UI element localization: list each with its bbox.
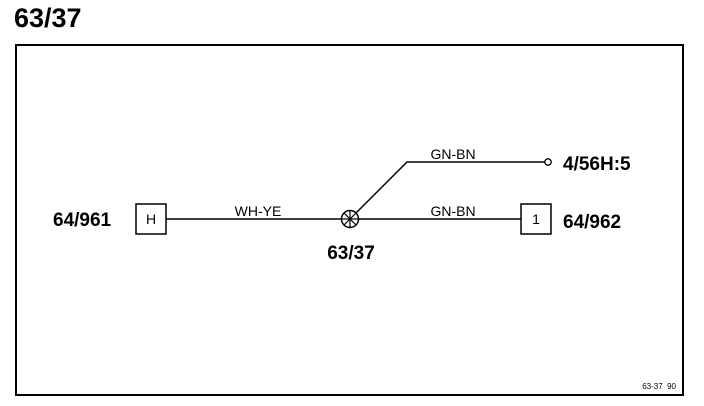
page-title: 63/37 <box>14 3 82 33</box>
connector-right-box <box>520 203 552 235</box>
wire-label-gn-bn-right: GN-BN <box>430 203 475 219</box>
diagram-frame <box>15 44 684 396</box>
connector-left-pin: H <box>146 211 156 227</box>
splice-label: 63/37 <box>327 243 375 264</box>
terminal-icon <box>544 158 552 166</box>
footer-code: 63-37 90 <box>642 382 676 391</box>
connector-left-box <box>135 203 167 235</box>
wire-label-wh-ye: WH-YE <box>235 203 282 219</box>
wire-gn-bn-top <box>349 161 545 220</box>
splice-icon <box>340 209 360 229</box>
connector-left-ref: 64/961 <box>53 210 112 231</box>
connector-right-pin: 1 <box>532 211 540 227</box>
wire-label-gn-bn-top: GN-BN <box>430 146 475 162</box>
terminal-ref: 4/56H:5 <box>563 154 631 175</box>
connector-right-ref: 64/962 <box>563 212 621 233</box>
